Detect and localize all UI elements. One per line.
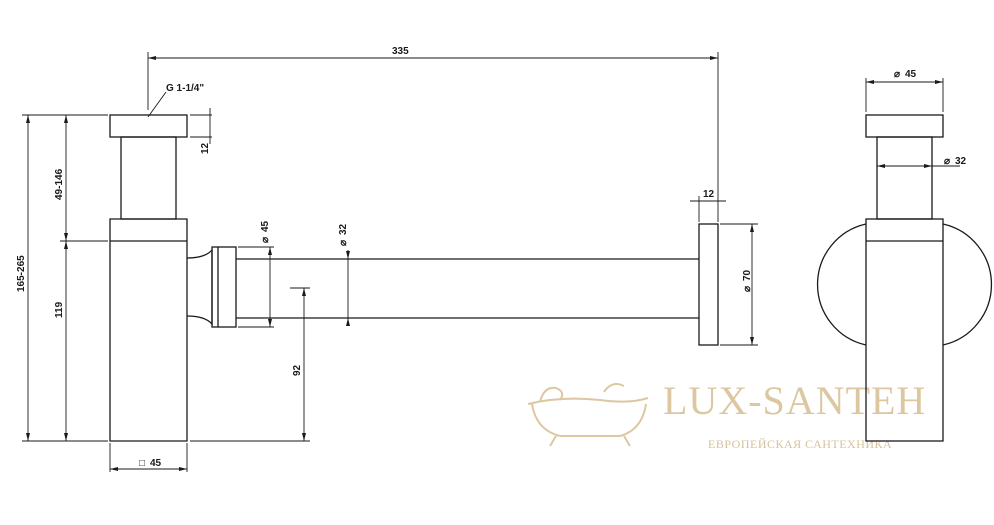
outlet-nut	[211, 246, 237, 328]
top-cap	[109, 114, 188, 138]
dim-pipe-diameter-symbol: ⌀	[338, 240, 349, 246]
dim-flange-diameter: 70	[742, 269, 753, 281]
wall-flange	[698, 223, 719, 346]
dim-pipe-diameter: 32	[338, 223, 349, 235]
side-tube	[876, 136, 933, 220]
watermark-tagline: ЕВРОПЕЙСКАЯ САНТЕХНИКА	[708, 437, 892, 451]
front-view: 335 G 1-1/4" 12 165-265 49-146 119	[16, 46, 758, 472]
side-top-cap	[865, 114, 944, 138]
tube	[120, 136, 177, 220]
dim-side-diameter-top: 45	[905, 69, 917, 80]
dim-total-height: 165-265	[16, 255, 27, 292]
dim-thread: G 1-1/4"	[166, 83, 204, 94]
dim-side-diameter-tube: 32	[955, 156, 967, 167]
dim-side-diameter-symbol: ⌀	[894, 69, 900, 80]
watermark: LUX-SANTEH ЕВРОПЕЙСКАЯ САНТЕХНИКА	[527, 378, 926, 451]
dim-outlet-diameter: 45	[260, 220, 271, 232]
side-body	[865, 218, 944, 442]
dim-outlet-diameter-symbol: ⌀	[260, 237, 271, 243]
dim-body-height: 119	[54, 301, 65, 318]
dim-tube-height: 49-146	[54, 168, 65, 200]
dim-flange-thickness: 12	[703, 189, 715, 200]
bathtub-icon	[527, 383, 649, 447]
body	[109, 218, 188, 442]
watermark-brand: LUX-SANTEH	[663, 378, 926, 423]
dim-body-square: 45	[150, 458, 162, 469]
dim-cap-height: 12	[200, 142, 211, 154]
side-view: ⌀ 45 ⌀ 32	[816, 69, 993, 442]
dim-overall-length: 335	[392, 46, 409, 57]
dim-flange-diameter-symbol: ⌀	[742, 286, 753, 292]
dim-square-symbol: □	[139, 458, 145, 469]
side-flange	[816, 223, 867, 346]
dim-side-tube-diameter-symbol: ⌀	[944, 156, 950, 167]
outlet-connector	[186, 248, 213, 326]
dim-pipe-height: 92	[292, 364, 303, 376]
